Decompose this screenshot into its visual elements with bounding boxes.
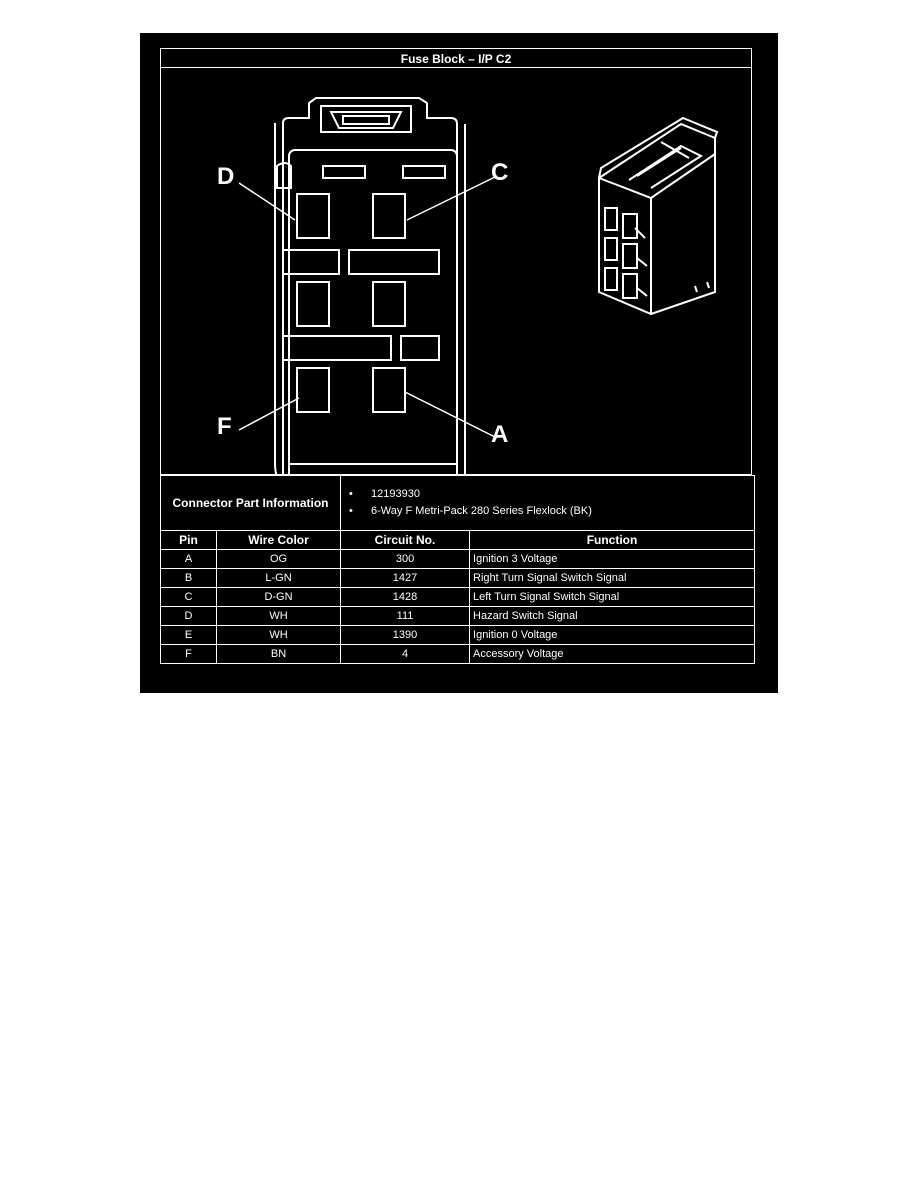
- callout-d-label: D: [217, 163, 234, 190]
- table-row: A OG 300 Ignition 3 Voltage: [160, 549, 756, 569]
- circuit-cell: 1390: [340, 625, 471, 645]
- table-row: F BN 4 Accessory Voltage: [160, 644, 756, 664]
- table-header-row: Pin Wire Color Circuit No. Function: [160, 530, 756, 550]
- part-info-cell: 12193930 6-Way F Metri-Pack 280 Series F…: [340, 475, 756, 531]
- callout-f-label: F: [217, 413, 232, 440]
- wire-color-cell: OG: [215, 549, 342, 569]
- pin-cell: C: [160, 587, 217, 607]
- pin-cell: A: [160, 549, 217, 569]
- function-cell: Ignition 0 Voltage: [469, 625, 756, 645]
- function-cell: Left Turn Signal Switch Signal: [469, 587, 756, 607]
- header-wire-color: Wire Color: [215, 530, 342, 550]
- table-row: D WH 111 Hazard Switch Signal: [160, 606, 756, 626]
- wire-color-cell: WH: [215, 606, 342, 626]
- header-circuit-no: Circuit No.: [340, 530, 471, 550]
- pin-cell: F: [160, 644, 217, 664]
- part-number: 12193930: [349, 486, 751, 503]
- wire-color-cell: WH: [215, 625, 342, 645]
- part-info-list: 12193930 6-Way F Metri-Pack 280 Series F…: [344, 486, 751, 520]
- part-info-row: Connector Part Information 12193930 6-Wa…: [159, 475, 756, 531]
- cavity-e: [296, 281, 330, 327]
- callout-c-label: C: [491, 159, 508, 186]
- part-description: 6-Way F Metri-Pack 280 Series Flexlock (…: [349, 503, 751, 520]
- function-cell: Ignition 3 Voltage: [469, 549, 756, 569]
- cavity-f: [296, 367, 330, 413]
- circuit-cell: 111: [340, 606, 471, 626]
- circuit-cell: 1428: [340, 587, 471, 607]
- connector-diagram: D C F A: [160, 68, 752, 475]
- circuit-cell: 1427: [340, 568, 471, 588]
- connector-title: Fuse Block – I/P C2: [160, 48, 752, 68]
- part-info-label: Connector Part Information: [159, 475, 342, 531]
- cavity-a: [372, 367, 406, 413]
- table-row: B L-GN 1427 Right Turn Signal Switch Sig…: [160, 568, 756, 588]
- table-row: E WH 1390 Ignition 0 Voltage: [160, 625, 756, 645]
- wire-color-cell: BN: [215, 644, 342, 664]
- cavity-d: [296, 193, 330, 239]
- function-cell: Hazard Switch Signal: [469, 606, 756, 626]
- wire-color-cell: L-GN: [215, 568, 342, 588]
- connector-isometric-view: [598, 116, 719, 316]
- cavity-b: [372, 281, 406, 327]
- table-row: C D-GN 1428 Left Turn Signal Switch Sign…: [160, 587, 756, 607]
- circuit-cell: 4: [340, 644, 471, 664]
- pin-cell: B: [160, 568, 217, 588]
- function-cell: Right Turn Signal Switch Signal: [469, 568, 756, 588]
- function-cell: Accessory Voltage: [469, 644, 756, 664]
- header-pin: Pin: [160, 530, 217, 550]
- housing-outline: [282, 97, 458, 475]
- cavity-c: [372, 193, 406, 239]
- pin-cell: E: [160, 625, 217, 645]
- pin-cell: D: [160, 606, 217, 626]
- pinout-table: Connector Part Information 12193930 6-Wa…: [159, 475, 756, 664]
- header-function: Function: [469, 530, 756, 550]
- connector-sheet: Fuse Block – I/P C2: [140, 33, 778, 693]
- connector-face-drawing: D C F A: [217, 97, 719, 475]
- wire-color-cell: D-GN: [215, 587, 342, 607]
- circuit-cell: 300: [340, 549, 471, 569]
- callout-a-label: A: [491, 421, 508, 448]
